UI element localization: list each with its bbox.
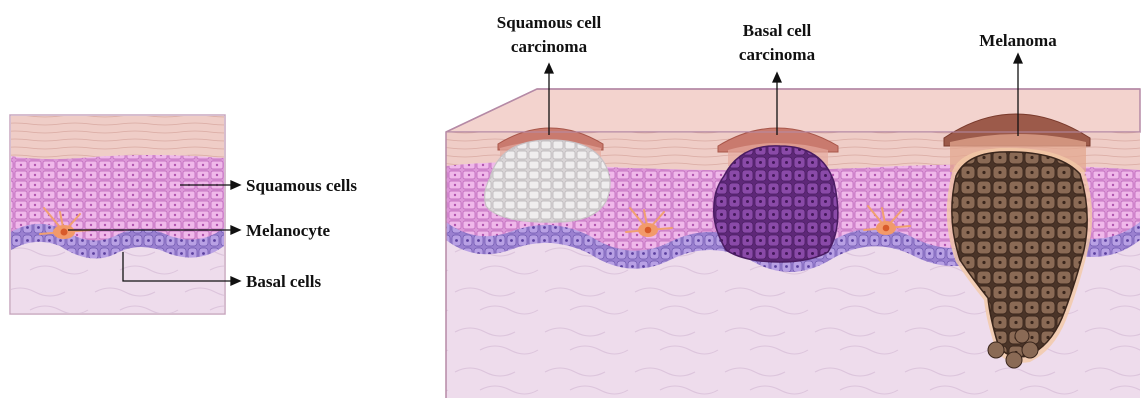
bcc-label-line2: carcinoma — [739, 45, 816, 64]
skin-cancer-panel — [446, 89, 1140, 398]
squamous-cell-carcinoma-lesion — [485, 128, 610, 222]
basal-cells-label: Basal cells — [246, 272, 321, 291]
basal-cell-icon — [714, 146, 838, 262]
stratum-corneum-layer — [11, 116, 224, 159]
bcc-label-line1: Basal cell — [743, 21, 812, 40]
melanocyte-label: Melanocyte — [246, 221, 330, 240]
scc-label-line2: carcinoma — [511, 37, 588, 56]
basal-cell-carcinoma-lesion — [714, 128, 838, 262]
squamous-cells-label: Squamous cells — [246, 176, 357, 195]
scc-label-line1: Squamous cell — [497, 13, 602, 32]
melanoma-label: Melanoma — [979, 31, 1057, 50]
normal-skin-panel — [10, 115, 225, 314]
